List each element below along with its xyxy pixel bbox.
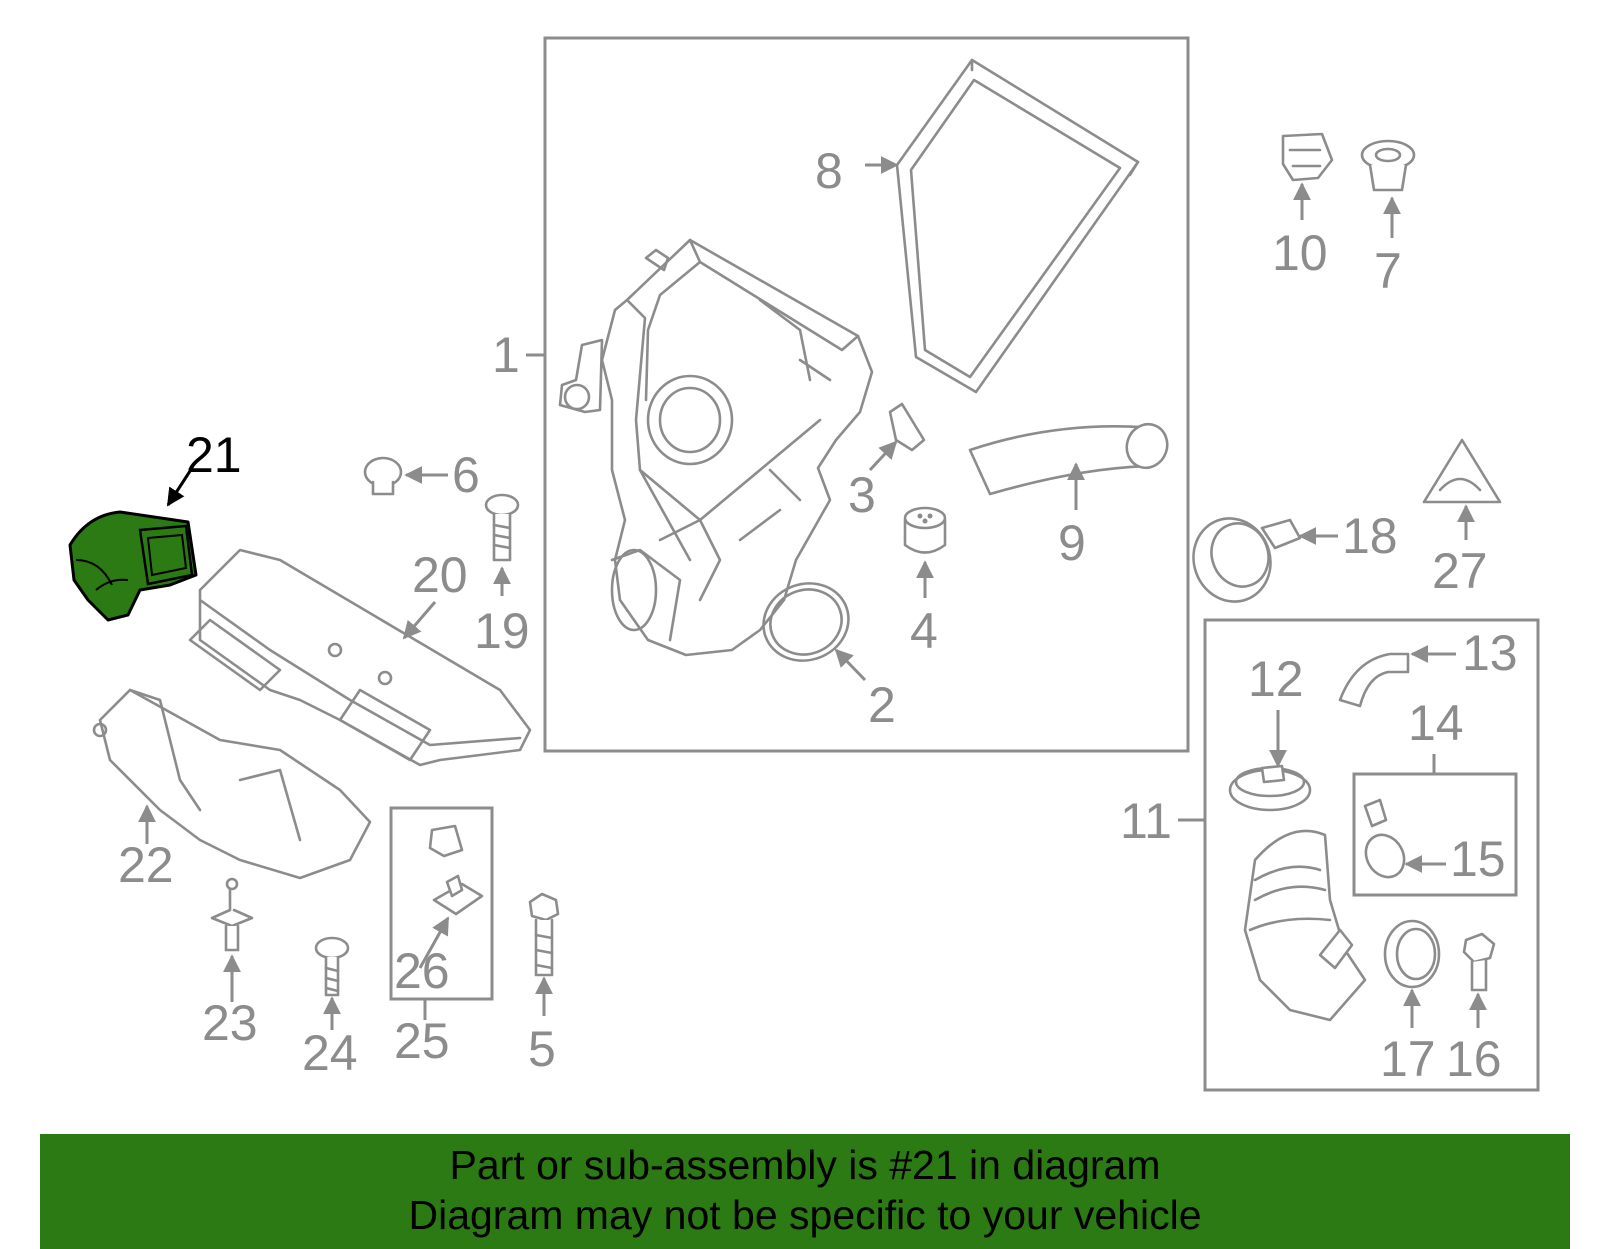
lower-air-duct	[92, 688, 372, 880]
callout-12: 12	[1248, 651, 1304, 707]
screw-24	[314, 936, 350, 997]
air-filter-element	[895, 58, 1140, 394]
callout-15: 15	[1450, 831, 1506, 887]
push-pin-rivet	[210, 877, 254, 952]
retaining-clip	[888, 402, 926, 452]
air-duct	[188, 548, 532, 767]
callout-19: 19	[474, 603, 530, 659]
info-banner: Part or sub-assembly is #21 in diagram D…	[40, 1134, 1570, 1249]
rubber-mount	[903, 506, 947, 554]
plug-cap	[363, 456, 403, 496]
intake-tube	[1243, 829, 1367, 1022]
intake-snorkel-highlighted	[68, 510, 198, 622]
callout-14: 14	[1408, 695, 1464, 751]
callout-7: 7	[1374, 243, 1402, 299]
callout-3: 3	[848, 467, 876, 523]
assembly-25-box	[389, 806, 494, 1001]
callout-16: 16	[1446, 1031, 1502, 1087]
callout-25: 25	[394, 1013, 450, 1069]
assembly-1-box	[543, 36, 1190, 753]
callout-8: 8	[815, 143, 843, 199]
callout-11: 11	[1120, 793, 1172, 849]
grommet	[1360, 139, 1416, 192]
warning-label	[1422, 438, 1502, 504]
banner-line-2: Diagram may not be specific to your vehi…	[408, 1192, 1202, 1238]
vent-hose	[1338, 652, 1410, 708]
callout-5: 5	[528, 1021, 556, 1077]
hex-bolt-16	[1462, 932, 1496, 992]
speed-nut-clip	[428, 824, 484, 916]
callout-9: 9	[1058, 515, 1086, 571]
callout-labels: 1 2 3 4 5 6 7 8 9 10 11 12 13 14 15 16 1…	[118, 143, 1518, 1087]
screw-19	[484, 493, 520, 562]
inlet-duct	[968, 422, 1169, 496]
callout-6: 6	[452, 447, 480, 503]
banner-line-1: Part or sub-assembly is #21 in diagram	[449, 1142, 1161, 1188]
callout-13: 13	[1462, 625, 1518, 681]
flange-bolt-5	[528, 892, 560, 977]
callout-4: 4	[910, 603, 938, 659]
air-cleaner-housing	[558, 238, 874, 657]
hose-clamp	[1228, 764, 1312, 812]
mass-air-flow-sensor	[1192, 517, 1302, 603]
callout-21: 21	[186, 427, 242, 483]
callout-10: 10	[1272, 225, 1328, 281]
callout-23: 23	[202, 995, 258, 1051]
callout-17: 17	[1380, 1031, 1436, 1087]
o-ring-seal	[762, 582, 850, 662]
callout-24: 24	[302, 1025, 358, 1081]
callout-26: 26	[394, 943, 450, 999]
coupler-ring	[1383, 919, 1441, 989]
callout-27: 27	[1432, 543, 1488, 599]
leader-lines	[138, 156, 1487, 1030]
assembly-11-box	[1203, 618, 1540, 1092]
callout-22: 22	[118, 837, 174, 893]
callout-20: 20	[412, 547, 468, 603]
hose-clip	[1281, 132, 1334, 182]
o-ring-small	[1363, 798, 1406, 879]
callout-2: 2	[868, 677, 896, 733]
callout-18: 18	[1342, 508, 1398, 564]
callout-1: 1	[492, 327, 520, 383]
